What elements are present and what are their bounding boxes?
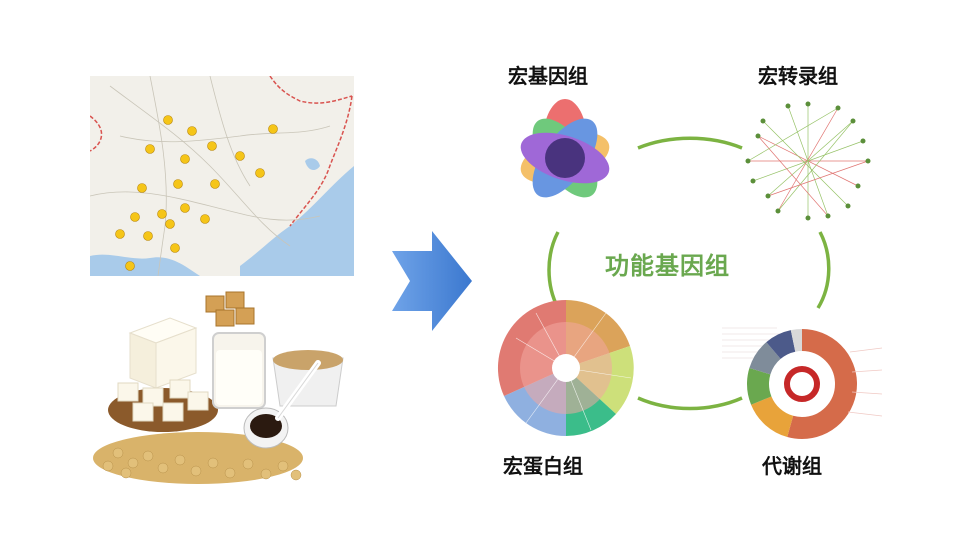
map-roads (90, 76, 331, 276)
map-sea (240, 166, 354, 276)
map-bay (90, 254, 200, 276)
map-illustration (90, 76, 354, 276)
sampling-map-image (90, 76, 354, 276)
right-arrow-icon (392, 231, 472, 331)
connector-top (637, 136, 743, 150)
soybeans (102, 447, 302, 481)
node-label-metabolome: 代谢组 (762, 454, 822, 478)
soybean-products-image (88, 288, 356, 484)
network-graph-icon (745, 101, 871, 221)
sunburst-chart-icon (497, 299, 634, 436)
map-border (269, 76, 353, 104)
connector-left (547, 231, 560, 309)
process-arrow (392, 231, 472, 331)
tofu-block (128, 317, 198, 389)
map-border (289, 95, 353, 227)
donut-chart-icon (722, 327, 882, 439)
bean-bowl (272, 350, 344, 407)
soy-sauce-cup (243, 360, 321, 449)
node-label-metatranscriptome: 宏转录组 (758, 64, 838, 88)
connector-bottom (637, 396, 743, 411)
center-label: 功能基因组 (605, 252, 730, 280)
map-lake (305, 158, 320, 171)
node-label-metagenome: 宏基因组 (508, 64, 588, 88)
tofu-cubes (117, 379, 209, 422)
cycle-connectors (547, 136, 831, 411)
site-markers (115, 115, 278, 271)
map-border (90, 115, 103, 152)
connector-right (816, 231, 831, 309)
soybean-pile (93, 432, 303, 484)
soy-milk-glass (212, 332, 266, 409)
node-label-metaproteome: 宏蛋白组 (503, 454, 583, 478)
soybean-illustration (88, 288, 356, 484)
venn-diagram-icon (520, 99, 610, 198)
dried-tofu (205, 291, 255, 327)
